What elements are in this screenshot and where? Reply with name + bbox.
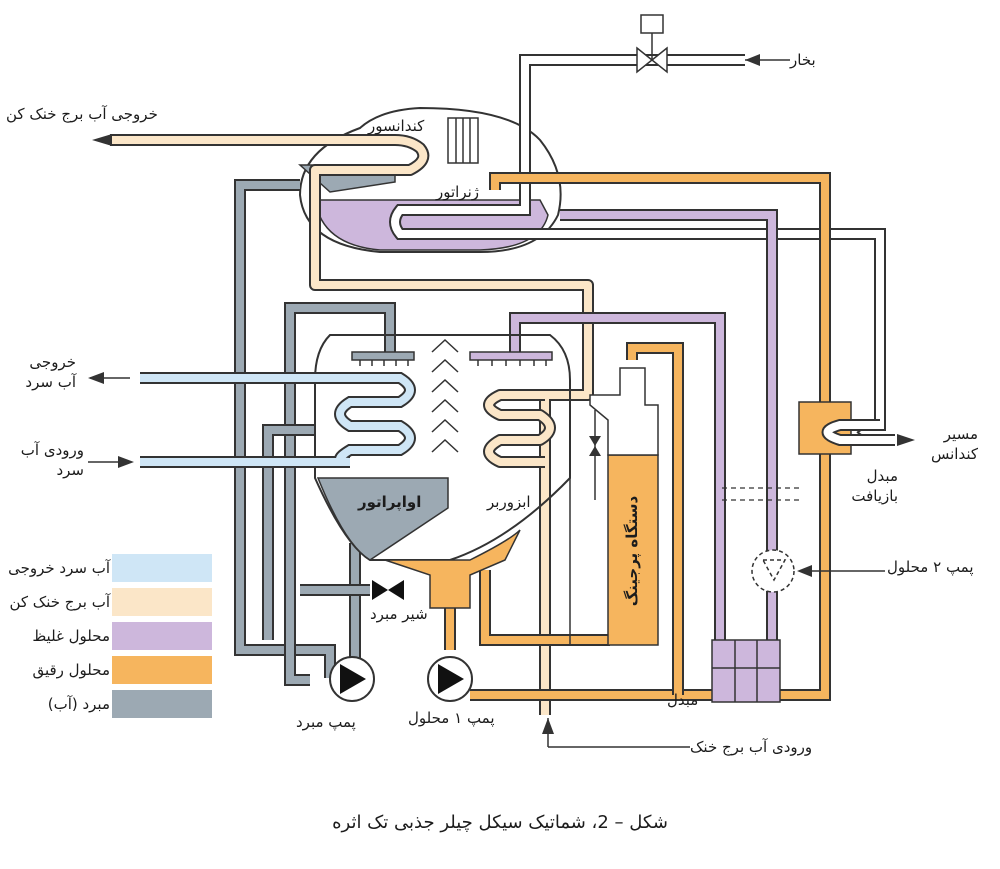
- solution-pump-2-label: پمپ ۲ محلول: [887, 558, 974, 576]
- generator-label: ژنراتور: [436, 183, 480, 201]
- evaporator-pool: [316, 477, 449, 561]
- legend-swatch: [112, 554, 212, 582]
- solution-pump-1-label: پمپ ۱ محلول: [408, 709, 495, 727]
- steam-valve-icon: [636, 14, 668, 74]
- refrigerant-valve-icon: [372, 580, 404, 600]
- eliminator-chevrons: [431, 338, 459, 453]
- pump-2-arrow: [797, 565, 812, 577]
- condenser-label: کندانسور: [368, 117, 425, 135]
- dashed-separator: [722, 487, 800, 501]
- legend-swatch: [112, 588, 212, 616]
- purge-unit-outline: [569, 390, 608, 646]
- legend-item-strong-solution: محلول غلیظ: [0, 622, 215, 652]
- refrigerant-pump-icon: [329, 656, 375, 702]
- chilled-water-lines: [140, 372, 416, 468]
- cooling-in-arrow: [542, 718, 554, 734]
- legend-label: آب برج خنک کن: [9, 593, 110, 611]
- refrigerant-pump-label: پمپ مبرد: [296, 713, 356, 731]
- heat-exchanger-label: مبدل: [667, 691, 699, 709]
- recovery-exchanger-label: مبدل بازیافت: [851, 467, 898, 505]
- purge-unit-chamber: [589, 367, 659, 456]
- absorber-spray-header: [469, 351, 553, 361]
- steam-in-arrow: [745, 54, 760, 66]
- legend-item-refrigerant: مبرد (آب): [0, 690, 215, 720]
- solution-pump-1-icon: [427, 656, 473, 702]
- refrigerant-valve-label: شیر مبرد: [370, 605, 428, 623]
- heat-exchanger-box: [711, 639, 781, 703]
- legend-label: محلول غلیظ: [32, 627, 110, 645]
- solution-pump-2-icon: [751, 549, 795, 593]
- chilled-water-out-label: خروجی آب سرد: [25, 353, 76, 391]
- chilled-water-in-label: ورودی آب سرد: [20, 441, 84, 479]
- legend-swatch: [112, 622, 212, 650]
- condensate-out-arrow: [897, 434, 915, 446]
- absorber-label: ابزوربر: [487, 493, 531, 511]
- evaporator-label: اواپراتور: [358, 493, 422, 511]
- legend-label: مبرد (آب): [47, 695, 110, 713]
- figure-caption: شکل – 2، شماتیک سیکل چیلر جذبی تک اثره: [332, 812, 668, 833]
- legend-item-chilled-water: آب سرد خروجی: [0, 554, 215, 584]
- cooling-water-lines: [110, 134, 594, 715]
- purge-unit-label: دستگاه پرجینگ: [623, 495, 641, 607]
- legend-item-weak-solution: محلول رقیق: [0, 656, 215, 686]
- chilled-in-arrow: [118, 456, 134, 468]
- chilled-out-arrow: [88, 372, 104, 384]
- cooling-tower-out-label: خروجی آب برج خنک کن: [6, 105, 158, 123]
- cooling-out-arrow: [92, 134, 112, 146]
- legend-label: آب سرد خروجی: [8, 559, 110, 577]
- steam-label: بخار: [790, 51, 816, 69]
- legend-item-cooling-water: آب برج خنک کن: [0, 588, 215, 618]
- absorber-pool: [384, 529, 521, 609]
- condensate-path-label: مسیر کندانس: [930, 425, 978, 463]
- weak-solution-lines: [444, 172, 831, 701]
- legend-swatch: [112, 690, 212, 718]
- legend-label: محلول رقیق: [32, 661, 110, 679]
- purge-valve-icon: [589, 436, 601, 456]
- refrigerant-lines: [234, 179, 396, 686]
- purge-unit-tank: [607, 454, 659, 646]
- legend-swatch: [112, 656, 212, 684]
- evaporator-spray-header: [351, 351, 415, 361]
- cooling-tower-in-label: ورودی آب برج خنک: [690, 738, 813, 756]
